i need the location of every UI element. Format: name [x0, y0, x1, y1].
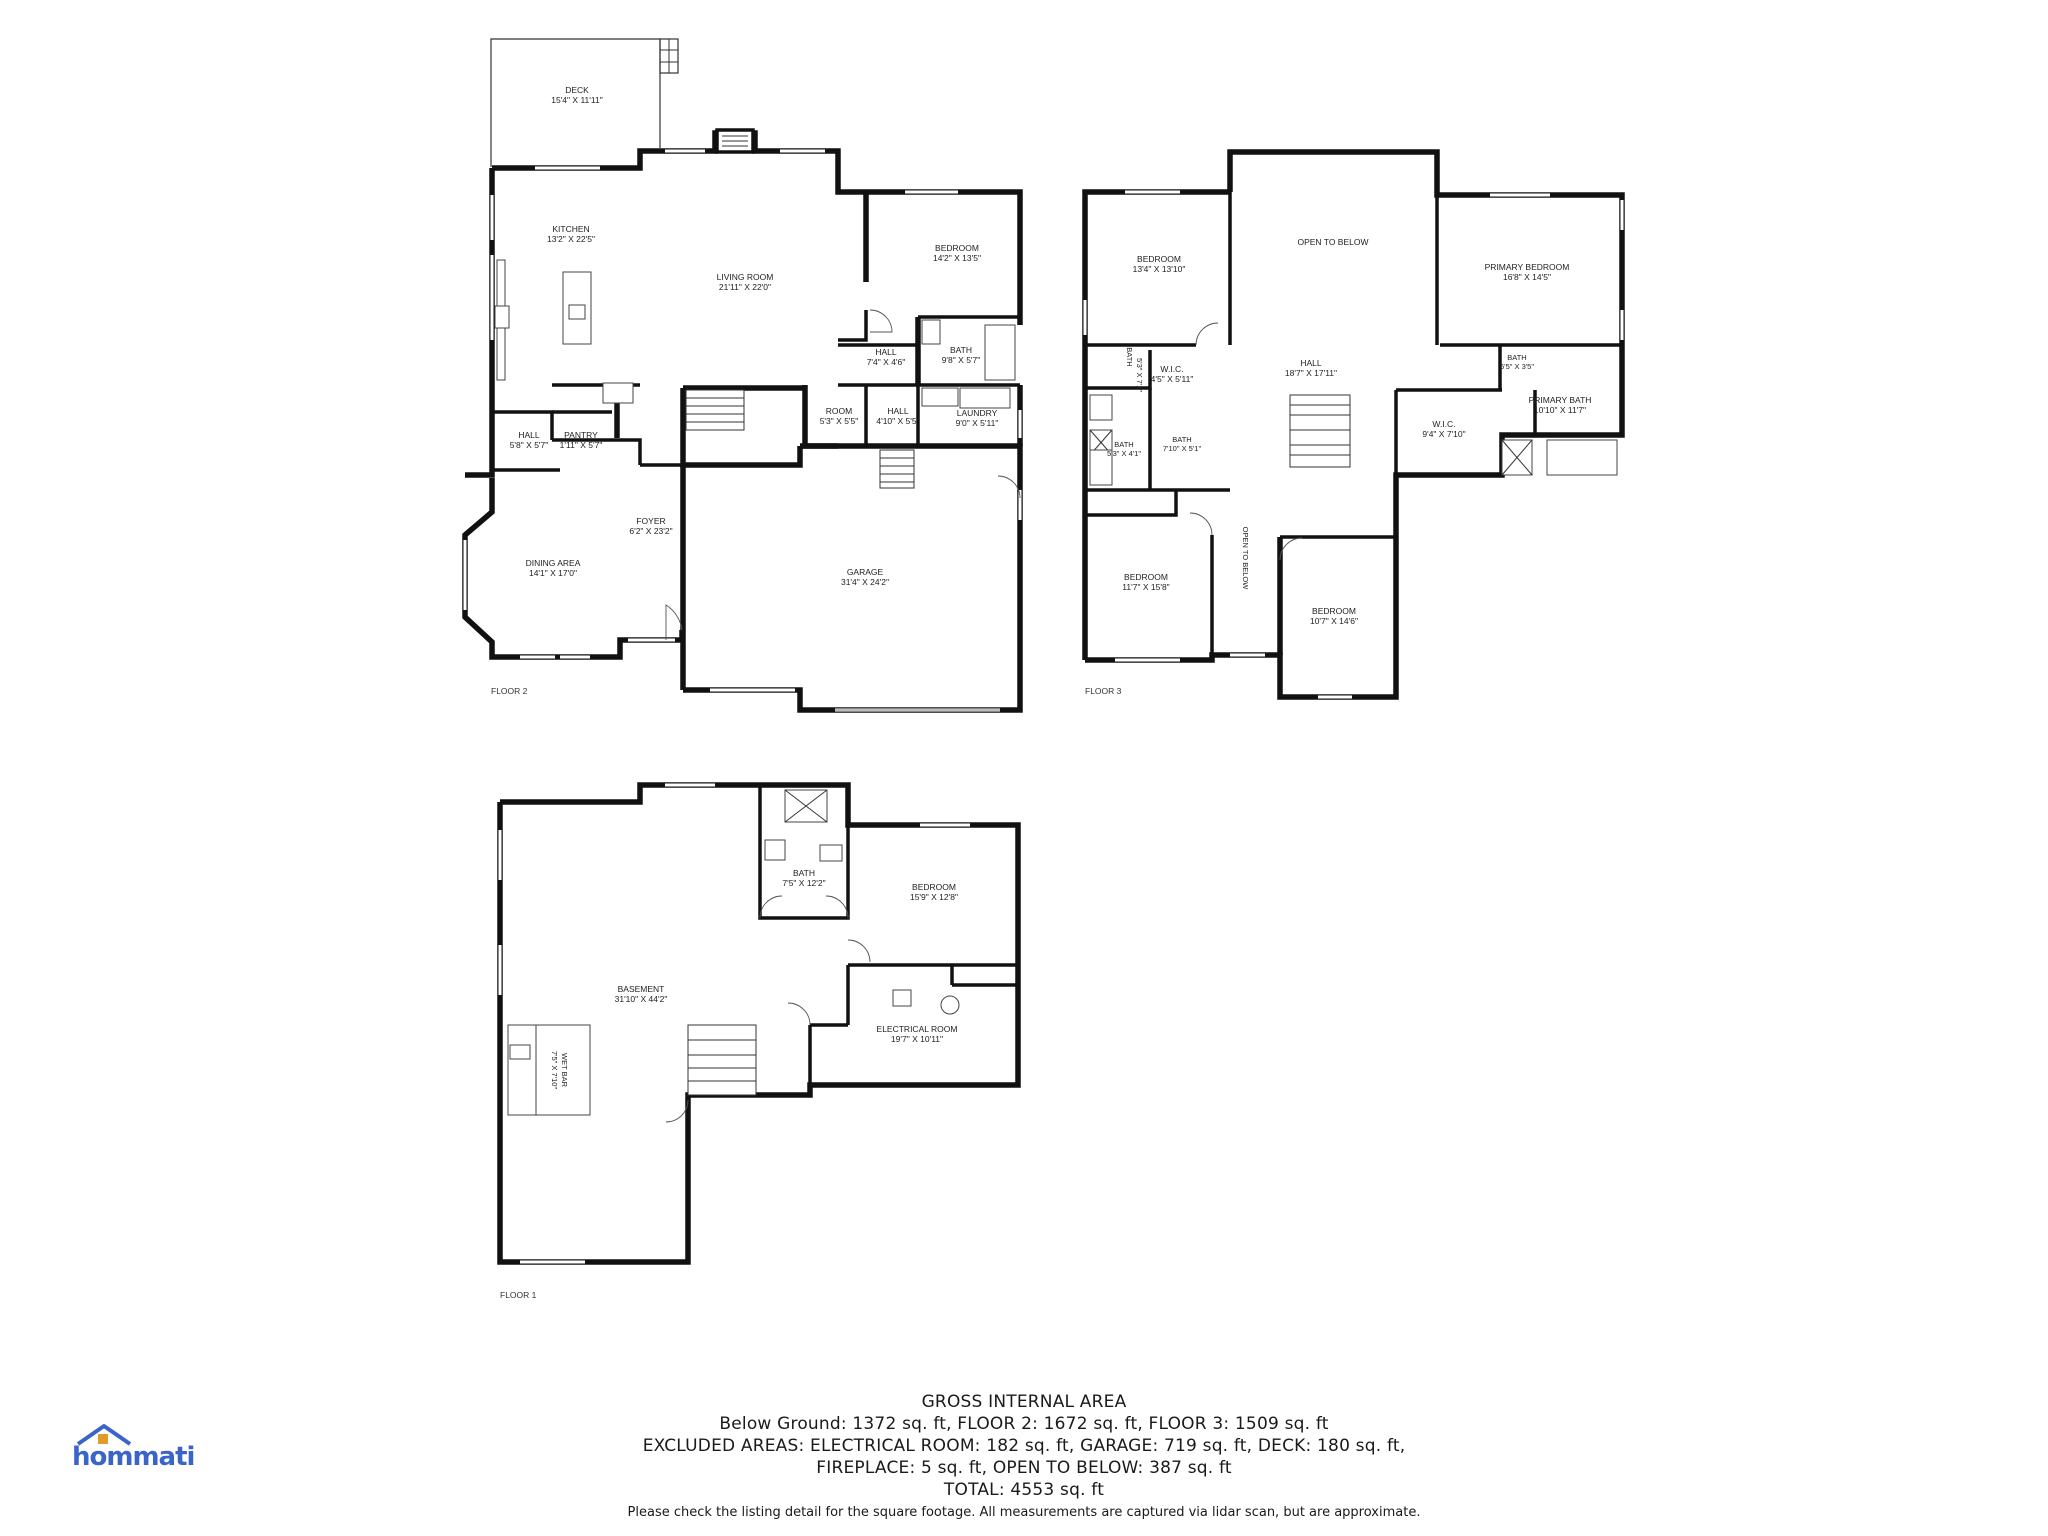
- room-label-bedroom-basement: BEDROOM: [912, 882, 956, 892]
- room-dims-bath-c: 5'3" X 4'1": [1107, 449, 1141, 458]
- room-label-hall-b: HALL: [887, 406, 909, 416]
- room-dims-basement: 31'10" X 44'2": [615, 994, 668, 1004]
- room-label-bath-a: BATH: [1125, 347, 1134, 366]
- floor-3-plan: [1082, 149, 1625, 700]
- room-dims-hall: 18'7" X 17'11": [1285, 368, 1337, 378]
- floor-2-labels: DECK 15'4" X 11'11" KITCHEN 13'2" X 22'5…: [510, 85, 999, 587]
- gross-internal-area: GROSS INTERNAL AREA Below Ground: 1372 s…: [524, 1391, 1524, 1523]
- house-logo-icon: [76, 1424, 132, 1446]
- floor-3-labels: BEDROOM 13'4" X 13'10" OPEN TO BELOW PRI…: [1107, 237, 1591, 626]
- room-label-foyer: FOYER: [636, 516, 665, 526]
- room-dims-bedroom-nw: 13'4" X 13'10": [1133, 264, 1186, 274]
- room-label-living-room: LIVING ROOM: [717, 272, 774, 282]
- room-dims-bedroom: 14'2" X 13'5": [933, 253, 981, 263]
- room-label-electrical-room: ELECTRICAL ROOM: [877, 1024, 958, 1034]
- room-label-open-to-below: OPEN TO BELOW: [1297, 237, 1368, 247]
- floor-1-plan: [497, 782, 1021, 1265]
- room-dims-dining-area: 14'1" X 17'0": [529, 568, 577, 578]
- gia-excluded-areas-cont: FIREPLACE: 5 sq. ft, OPEN TO BELOW: 387 …: [816, 1458, 1232, 1478]
- room-label-bedroom-se: BEDROOM: [1312, 606, 1356, 616]
- room-dims-hall-a: 7'4" X 4'6": [867, 357, 906, 367]
- room-label-primary-bedroom: PRIMARY BEDROOM: [1485, 262, 1570, 272]
- room-dims-bath-b: 5'5" X 3'5": [1500, 362, 1534, 371]
- room-label-laundry: LAUNDRY: [957, 408, 998, 418]
- room-dims-garage: 31'4" X 24'2": [841, 577, 889, 587]
- room-label-garage: GARAGE: [847, 567, 884, 577]
- room-dims-wet-bar: 7'5" X 7'10": [550, 1051, 559, 1090]
- room-label-pantry: PANTRY: [564, 430, 598, 440]
- room-dims-wic-a: 4'5" X 5'11": [1151, 374, 1194, 384]
- room-dims-living-room: 21'11" X 22'0": [719, 282, 771, 292]
- gia-disclaimer: Please check the listing detail for the …: [627, 1505, 1421, 1520]
- brand-name: hommati: [72, 1442, 195, 1472]
- room-label-hall-c: HALL: [518, 430, 540, 440]
- room-dims-bedroom-sw: 11'7" X 15'8": [1122, 582, 1169, 592]
- floor-2-plan: [462, 38, 1023, 713]
- gia-below-ground-and-floors: Below Ground: 1372 sq. ft, FLOOR 2: 1672…: [719, 1414, 1329, 1434]
- floor-1-tag: FLOOR 1: [500, 1290, 537, 1300]
- room-label-wic-b: W.I.C.: [1432, 419, 1455, 429]
- room-dims-electrical-room: 19'7" X 10'11": [891, 1034, 943, 1044]
- room-dims-foyer: 6'2" X 23'2": [629, 526, 672, 536]
- room-dims-bedroom-basement: 15'9" X 12'8": [910, 892, 958, 902]
- room-label-basement: BASEMENT: [618, 984, 665, 994]
- room-label-hall-a: HALL: [875, 347, 897, 357]
- room-dims-bath: 9'8" X 5'7": [942, 355, 981, 365]
- gia-total: TOTAL: 4553 sq. ft: [943, 1480, 1105, 1500]
- gia-excluded-areas: EXCLUDED AREAS: ELECTRICAL ROOM: 182 sq.…: [642, 1436, 1406, 1456]
- room-label-open-to-below-b: OPEN TO BELOW: [1241, 527, 1250, 591]
- floor-3-tag: FLOOR 3: [1085, 686, 1122, 696]
- hommati-logo: hommati: [70, 1422, 200, 1478]
- room-label-bath-b: BATH: [1507, 353, 1526, 362]
- room-dims-bedroom-se: 10'7" X 14'6": [1310, 616, 1358, 626]
- room-dims-kitchen: 13'2" X 22'5": [547, 234, 595, 244]
- room-label-bedroom-sw: BEDROOM: [1124, 572, 1168, 582]
- room-label-primary-bath: PRIMARY BATH: [1529, 395, 1592, 405]
- room-dims-room: 5'3" X 5'5": [820, 416, 859, 426]
- room-dims-deck: 15'4" X 11'11": [551, 95, 603, 105]
- gia-title: GROSS INTERNAL AREA: [921, 1392, 1127, 1412]
- room-dims-hall-b: 4'10" X 5'5": [876, 416, 919, 426]
- room-label-wet-bar: WET BAR: [560, 1053, 569, 1088]
- room-label-bath: BATH: [950, 345, 972, 355]
- room-label-kitchen: KITCHEN: [552, 224, 589, 234]
- room-dims-bath-d: 7'10" X 5'1": [1163, 444, 1202, 453]
- room-dims-pantry: 1'11" X 5'7": [560, 440, 603, 450]
- room-label-deck: DECK: [565, 85, 589, 95]
- room-label-bedroom-nw: BEDROOM: [1137, 254, 1181, 264]
- room-dims-hall-c: 5'8" X 5'7": [510, 440, 549, 450]
- room-dims-laundry: 9'0" X 5'11": [956, 418, 999, 428]
- room-label-wic-a: W.I.C.: [1160, 364, 1183, 374]
- room-label-bath-basement: BATH: [793, 868, 815, 878]
- room-dims-bath-a: 5'3" X 7'1": [1135, 358, 1144, 392]
- room-label-dining-area: DINING AREA: [526, 558, 581, 568]
- room-label-bedroom: BEDROOM: [935, 243, 979, 253]
- room-label-bath-d: BATH: [1172, 435, 1191, 444]
- floor-2-tag: FLOOR 2: [491, 686, 528, 696]
- room-label-hall: HALL: [1300, 358, 1322, 368]
- room-label-bath-c: BATH: [1114, 440, 1133, 449]
- room-dims-primary-bedroom: 16'8" X 14'5": [1503, 272, 1551, 282]
- room-dims-primary-bath: 10'10" X 11'7": [1534, 405, 1586, 415]
- room-label-room: ROOM: [826, 406, 852, 416]
- room-dims-bath-basement: 7'5" X 12'2": [782, 878, 825, 888]
- room-dims-wic-b: 9'4" X 7'10": [1422, 429, 1465, 439]
- floor-1-labels: BATH 7'5" X 12'2" BEDROOM 15'9" X 12'8" …: [550, 868, 958, 1089]
